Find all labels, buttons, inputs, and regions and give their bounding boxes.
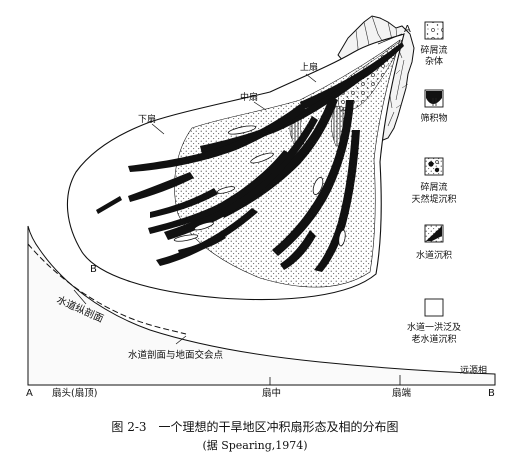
legend-label: 水道沉积 [416, 249, 452, 261]
channel-deposit-icon [424, 224, 444, 243]
sieve-deposit-icon [424, 89, 444, 108]
legend-label: 筛积物 [420, 112, 447, 124]
debris-flow-mixture-icon [424, 21, 444, 40]
flood-lenses [173, 125, 346, 247]
legend-label: 天然堤沉积 [411, 193, 456, 205]
legend: 碎屑流 杂体 筛积物 碎屑流 天然堤沉积 [407, 21, 461, 345]
leader-lines [73, 33, 403, 345]
figure-source: (据 Spearing,1974) [202, 439, 308, 452]
apex-label: A [404, 24, 411, 35]
legend-item-sieve-deposit: 筛积物 [420, 89, 448, 124]
axis-ticks [269, 375, 401, 385]
legend-item-flood-deposit: 水道一洪泛及 老水道沉积 [407, 298, 461, 345]
empty-box-icon [424, 298, 444, 317]
fan-middle-label: 扇中 [262, 387, 281, 399]
upper-fan-label: 上扇 [300, 61, 318, 73]
axis-start-label: A [26, 388, 33, 399]
legend-label: 水道一洪泛及 [407, 321, 461, 333]
middle-fan-label: 中扇 [240, 91, 258, 103]
legend-item-channel-deposit: 水道沉积 [416, 224, 452, 261]
channel-deposits [96, 42, 404, 272]
legend-label: 杂体 [425, 55, 443, 67]
distal-facies-label: 远源相 [460, 364, 487, 376]
legend-label: 老水道沉积 [411, 333, 456, 345]
fan-end-label: 扇端 [392, 387, 412, 399]
fan-head-label: 扇头(扇顶) [52, 387, 97, 399]
figure-caption: 图 2-3 一个理想的干旱地区冲积扇形态及相的分布图 [111, 420, 399, 434]
lower-fan-label: 下扇 [138, 113, 156, 125]
axis-end-label: B [488, 388, 495, 399]
legend-label: 碎屑流 [420, 44, 447, 56]
longitudinal-profile [27, 225, 496, 386]
point-b-label: B [90, 264, 97, 275]
legend-item-debris-flow-mixture: 碎屑流 杂体 [420, 21, 448, 67]
legend-item-debris-flow-levee: 碎屑流 天然堤沉积 [411, 157, 457, 205]
legend-label: 碎屑流 [420, 181, 447, 193]
intersection-label: 水道剖面与地面交会点 [128, 349, 224, 361]
debris-flow-levee-icon [424, 157, 444, 176]
